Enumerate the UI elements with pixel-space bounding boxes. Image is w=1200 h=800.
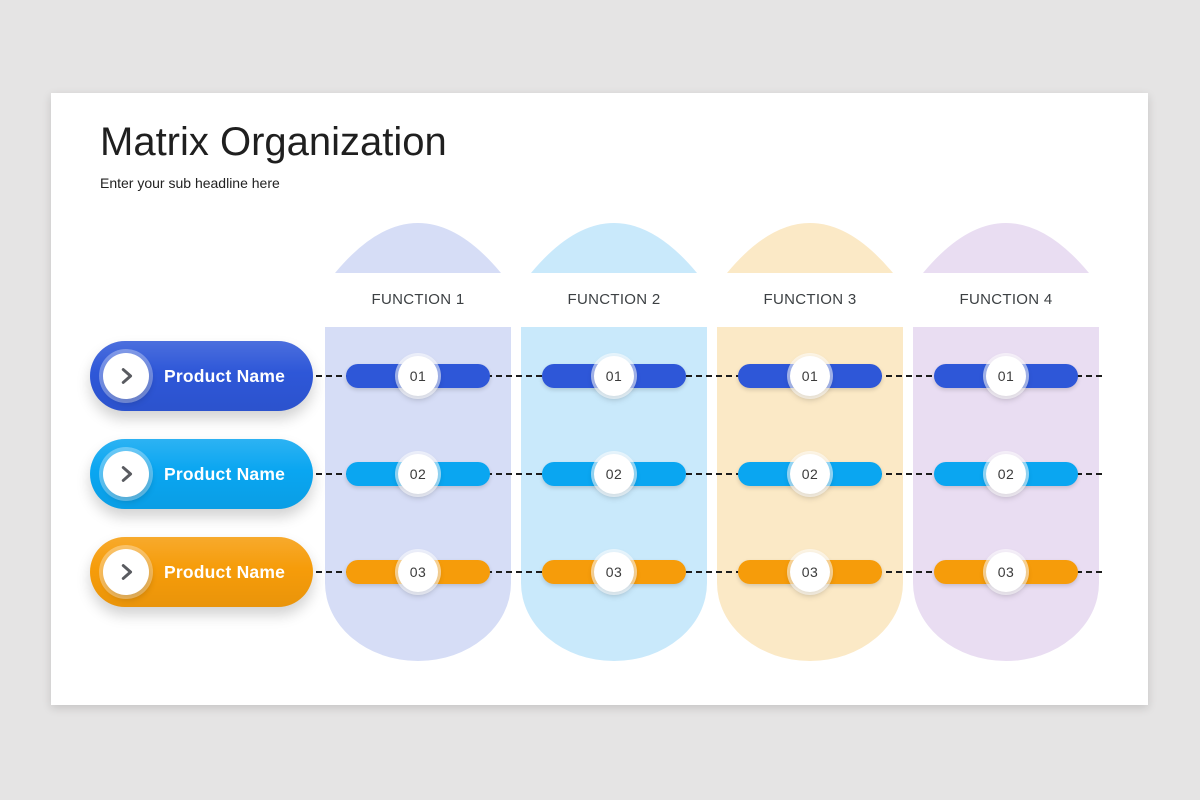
node-badge[interactable]: 02: [594, 454, 634, 494]
product-pill-2[interactable]: Product Name: [90, 439, 313, 509]
node-r2-f2: 02: [542, 454, 686, 494]
row-2-connector-line: [316, 473, 1102, 475]
node-badge[interactable]: 02: [398, 454, 438, 494]
function-3-dome: [727, 223, 893, 273]
row-1-connector-line: [316, 375, 1102, 377]
node-badge[interactable]: 02: [986, 454, 1026, 494]
node-badge[interactable]: 01: [986, 356, 1026, 396]
product-pill-label: Product Name: [164, 561, 286, 582]
product-pill-label: Product Name: [164, 463, 286, 484]
function-3-label: FUNCTION 3: [763, 291, 857, 308]
node-badge[interactable]: 03: [986, 552, 1026, 592]
node-badge[interactable]: 01: [790, 356, 830, 396]
node-r3-f3: 03: [738, 552, 882, 592]
node-r1-f4: 01: [934, 356, 1078, 396]
node-r2-f3: 02: [738, 454, 882, 494]
node-badge[interactable]: 02: [790, 454, 830, 494]
product-pill-3[interactable]: Product Name: [90, 537, 313, 607]
node-badge[interactable]: 03: [594, 552, 634, 592]
function-1-label: FUNCTION 1: [371, 291, 465, 308]
node-r1-f3: 01: [738, 356, 882, 396]
node-r2-f4: 02: [934, 454, 1078, 494]
node-r3-f1: 03: [346, 552, 490, 592]
page-title: Matrix Organization: [100, 120, 447, 164]
node-badge[interactable]: 03: [790, 552, 830, 592]
chevron-right-icon: [103, 353, 149, 399]
page-subtitle: Enter your sub headline here: [100, 175, 280, 191]
row-3-connector-line: [316, 571, 1102, 573]
function-4-label: FUNCTION 4: [959, 291, 1053, 308]
node-r3-f4: 03: [934, 552, 1078, 592]
function-2-dome: [531, 223, 697, 273]
node-r3-f2: 03: [542, 552, 686, 592]
node-r2-f1: 02: [346, 454, 490, 494]
node-r1-f2: 01: [542, 356, 686, 396]
product-pill-label: Product Name: [164, 365, 286, 386]
function-1-dome: [335, 223, 501, 273]
function-2-label: FUNCTION 2: [567, 291, 661, 308]
function-4-dome: [923, 223, 1089, 273]
node-badge[interactable]: 01: [398, 356, 438, 396]
node-badge[interactable]: 03: [398, 552, 438, 592]
node-r1-f1: 01: [346, 356, 490, 396]
node-badge[interactable]: 01: [594, 356, 634, 396]
product-pill-1[interactable]: Product Name: [90, 341, 313, 411]
chevron-right-icon: [103, 451, 149, 497]
chevron-right-icon: [103, 549, 149, 595]
